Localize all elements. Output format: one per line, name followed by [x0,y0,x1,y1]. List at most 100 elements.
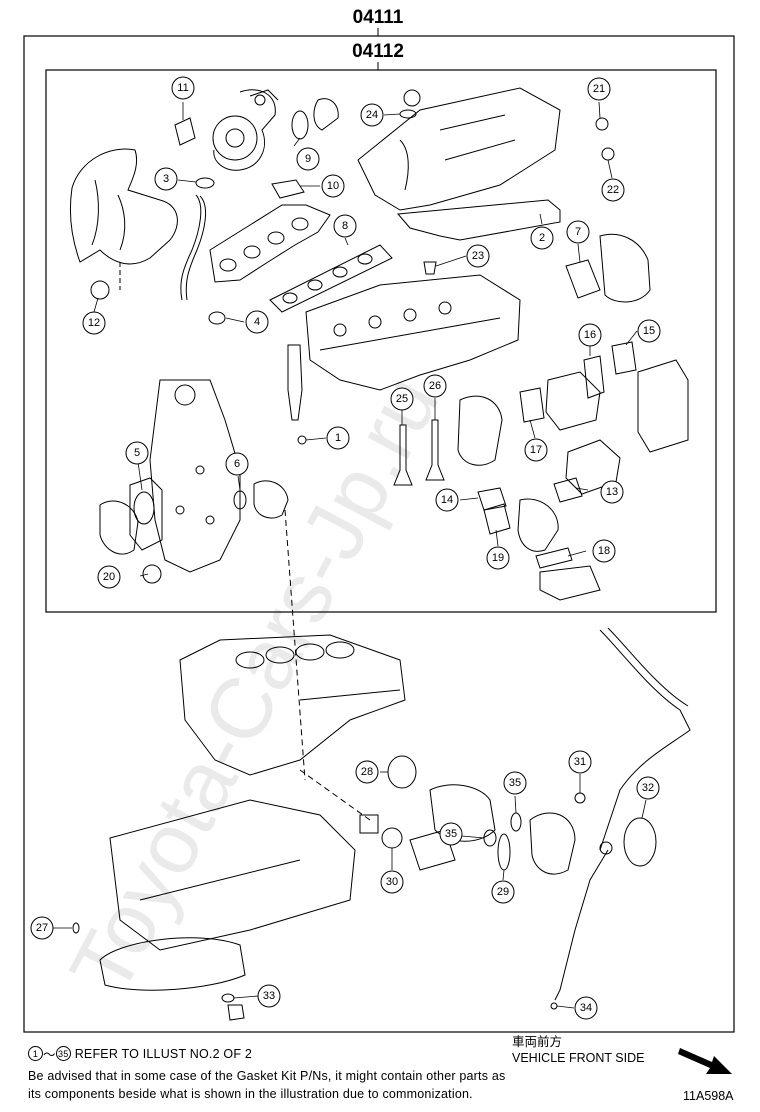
svg-text:13: 13 [606,486,618,498]
o-ring-35b [483,829,497,847]
callout-19: 19 [486,546,510,570]
ref-start-badge: 1 [28,1046,43,1061]
oil-pump-gasket [129,477,163,551]
svg-text:35: 35 [445,828,457,840]
o-ring-35a [510,812,522,832]
inner-kit-frame [45,69,717,613]
callout-3: 3 [154,167,178,191]
gasket-16 [583,355,605,399]
oil-level-gauge [554,849,609,1001]
cylinder-head [305,274,521,391]
front-direction-arrow-icon [678,1048,732,1074]
callout-35a: 35 [503,771,527,795]
svg-text:35: 35 [509,777,521,789]
callout-30: 30 [380,870,404,894]
exhaust-heat-shield [69,148,178,290]
svg-text:24: 24 [366,109,378,121]
svg-text:4: 4 [254,316,260,328]
turbocharger [212,89,279,171]
o-ring-27 [72,922,80,934]
callout-8: 8 [333,214,357,238]
note-line-1: Be advised that in some case of the Gask… [28,1069,506,1083]
callout-5: 5 [125,441,149,465]
exhaust-manifold [209,204,331,283]
svg-text:11: 11 [177,82,188,94]
svg-text:29: 29 [497,886,509,898]
callout-9: 9 [296,147,320,171]
svg-text:32: 32 [642,782,654,794]
callout-28: 28 [355,760,379,784]
vehicle-front-label: 車両前方 VEHICLE FRONT SIDE [512,1034,644,1066]
svg-text:28: 28 [361,766,373,778]
callout-25: 25 [390,387,414,411]
callout-10: 10 [321,174,345,198]
svg-text:9: 9 [305,153,311,165]
seal-24 [399,109,417,119]
svg-text:31: 31 [574,756,586,768]
gasket-4 [208,311,226,325]
callout-21: 21 [587,77,611,101]
svg-text:10: 10 [327,180,339,192]
outer-kit-code: 04111 [353,7,404,28]
callout-34: 34 [574,996,598,1020]
svg-text:26: 26 [429,380,441,392]
callout-14: 14 [435,488,459,512]
svg-text:30: 30 [386,876,398,888]
gasket-28 [387,755,417,789]
gasket-11 [174,117,196,146]
ring-22 [601,147,615,161]
illustration-code: 11A598A [683,1089,734,1103]
svg-text:1: 1 [335,432,341,444]
thermostat [529,812,576,875]
svg-text:21: 21 [593,83,605,95]
svg-text:33: 33 [263,990,275,1002]
water-bypass-pipe [599,629,691,851]
vehicle-front-en: VEHICLE FRONT SIDE [512,1051,645,1065]
callout-26: 26 [423,374,447,398]
exhaust-valve [425,419,445,481]
thermostat-housing [409,829,456,871]
seal-12 [90,280,110,300]
watermark-text: Toyota-Cars-Jp.ru [52,360,458,1009]
washer-1 [297,435,307,445]
callout-23: 23 [466,244,490,268]
o-ring-34 [550,1002,558,1010]
manifold-gasket [269,244,393,313]
outer-kit-frame [23,35,735,1033]
o-ring-31 [574,792,586,804]
egr-outlet [539,565,601,601]
callout-1: 1 [326,426,350,450]
ref-end-badge: 35 [55,1046,71,1061]
oil-pump [99,500,139,555]
reference-note: 1 ～ 35 REFER TO ILLUST NO.2 OF 2 [28,1044,252,1063]
egr-valve [545,371,601,431]
cylinder-block [179,634,406,776]
callout-22: 22 [601,178,625,202]
head-cover-gasket [396,199,561,241]
timing-chain-cover [149,379,241,573]
callout-20: 20 [97,565,121,589]
callout-33: 33 [257,984,281,1008]
callout-32: 32 [636,776,660,800]
gasket-3 [195,177,215,189]
clip-23 [423,261,437,275]
callout-12: 12 [82,311,106,335]
callout-29: 29 [491,880,515,904]
svg-text:16: 16 [584,329,596,341]
svg-text:27: 27 [36,922,48,934]
svg-text:22: 22 [607,184,619,196]
ref-text: REFER TO ILLUST NO.2 OF 2 [74,1046,252,1061]
water-outlet [599,233,651,303]
svg-text:25: 25 [396,393,408,405]
svg-text:2: 2 [539,232,545,244]
svg-text:15: 15 [643,325,655,337]
drain-plug [227,1004,245,1021]
gasket-15 [611,341,637,375]
o-ring-6 [233,490,247,510]
intake-elbow [313,98,339,131]
svg-text:23: 23 [472,250,484,262]
svg-text:6: 6 [234,458,240,470]
callout-31: 31 [568,750,592,774]
sensor-plug [359,814,379,834]
gasket-13 [553,477,583,503]
